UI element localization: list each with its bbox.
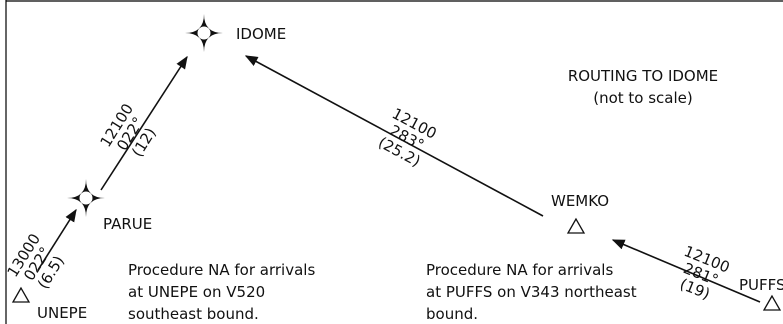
wemko-triangle-icon [566,217,586,234]
route-parue-idome [100,55,188,191]
puffs-triangle-icon [762,294,782,311]
note-puffs: Procedure NA for arrivals at PUFFS on V3… [426,261,637,323]
note-puffs-line: bound. [426,305,478,323]
parue-fix-icon [67,179,105,217]
note-puffs-line: at PUFFS on V343 northeast [426,283,637,301]
route-puffs-wemko [611,239,761,303]
route-wemko-idome [244,55,544,217]
leg-parue-idome-info: 12100 022° (12) [96,100,159,160]
chart-title: ROUTING TO IDOME [568,67,718,85]
note-unepe: Procedure NA for arrivals at UNEPE on V5… [128,261,315,323]
idome-label: IDOME [236,25,286,43]
parue-label: PARUE [103,215,152,233]
chart-subtitle: (not to scale) [593,89,693,107]
note-unepe-line: southeast bound. [128,305,259,323]
note-unepe-line: Procedure NA for arrivals [128,261,315,279]
leg-wemko-idome-info: 12100 283° (25.2) [375,104,439,170]
unepe-triangle-icon [11,286,31,303]
leg-unepe-parue-info: 13000 022° (6.5) [3,230,67,292]
unepe-label: UNEPE [37,304,87,322]
wemko-label: WEMKO [551,192,609,210]
puffs-label: PUFFS [739,276,783,294]
idome-fix-icon [185,14,223,52]
note-puffs-line: Procedure NA for arrivals [426,261,613,279]
note-unepe-line: at UNEPE on V520 [128,283,265,301]
route-unepe-parue [37,208,77,271]
leg-puffs-wemko-info: 12100 281° (19) [677,242,732,303]
